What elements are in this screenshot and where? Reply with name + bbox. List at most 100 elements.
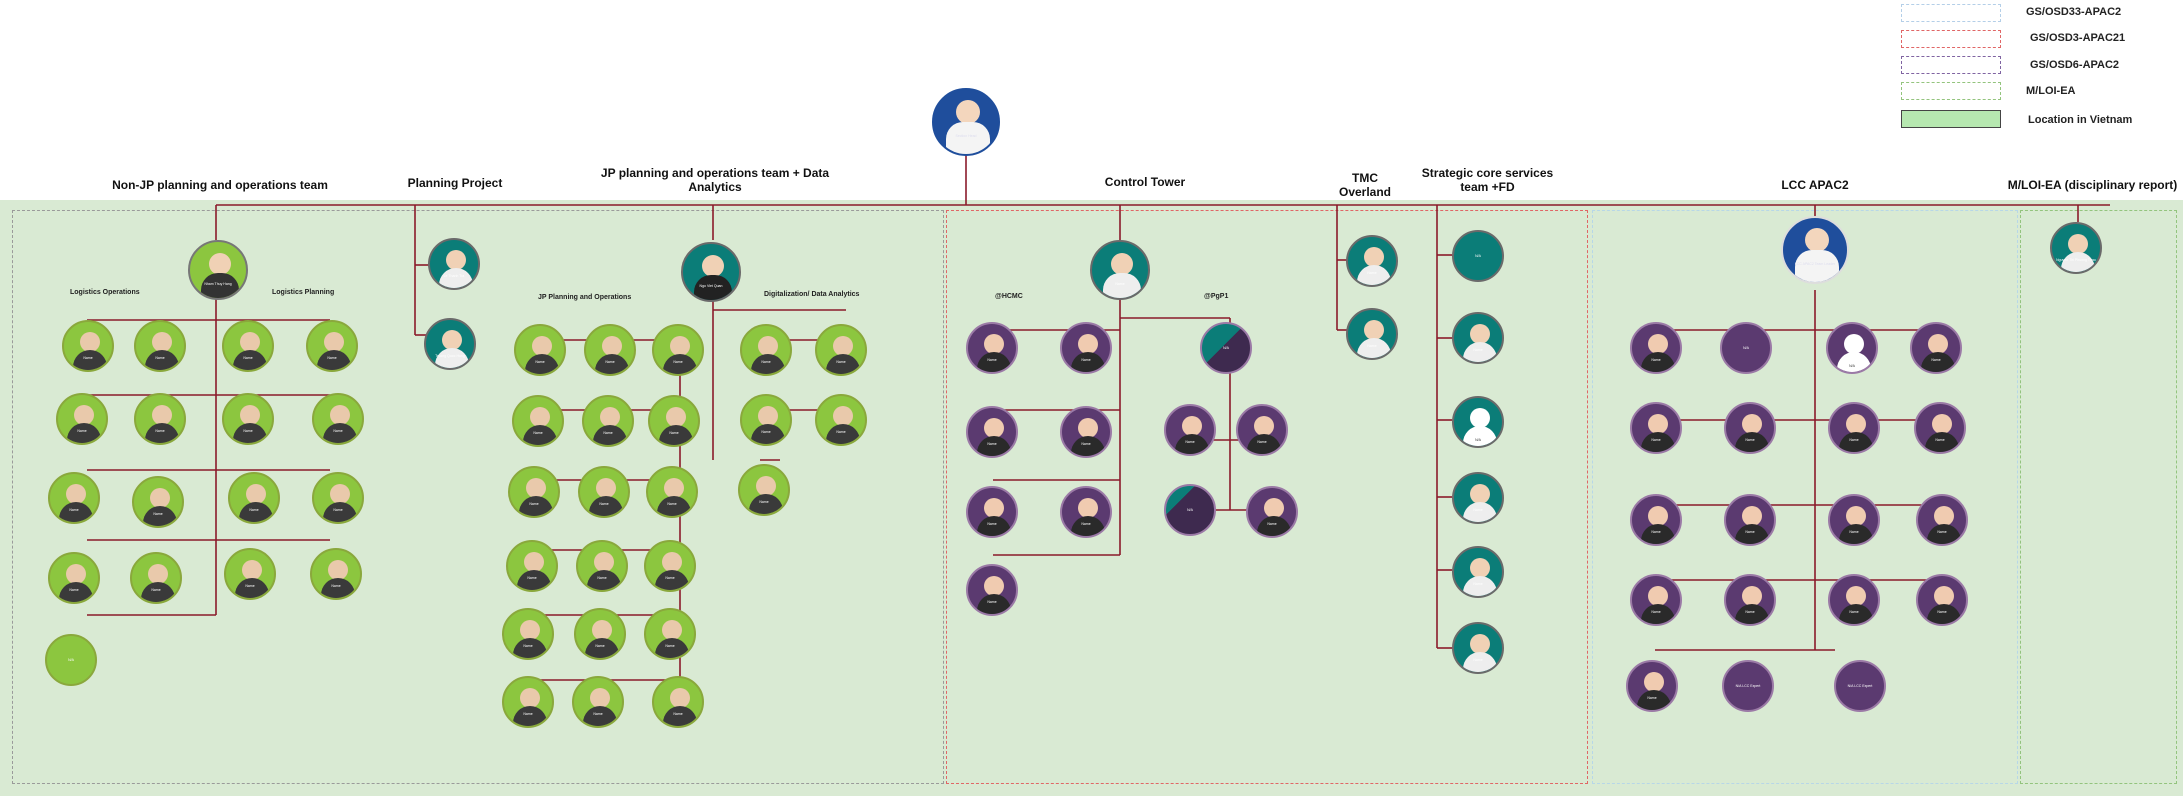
node-member[interactable]: Name [644, 608, 696, 660]
node-member[interactable]: Name [644, 540, 696, 592]
node-member[interactable]: Name [1626, 660, 1678, 712]
node-vacant[interactable]: N/A [1200, 322, 1252, 374]
node-vacant-placeholder[interactable]: N/A [1826, 322, 1878, 374]
node-member[interactable]: Name [652, 324, 704, 376]
node-member[interactable]: Name [648, 395, 700, 447]
node-member[interactable]: Name [134, 393, 186, 445]
node-member[interactable]: Name [652, 676, 704, 728]
node-member[interactable]: Name [1452, 622, 1504, 674]
node-vacant[interactable]: N/A LCC Expert [1834, 660, 1886, 712]
node-member[interactable]: Name [1246, 486, 1298, 538]
node-member[interactable]: Name [740, 394, 792, 446]
node-member[interactable]: Name [502, 676, 554, 728]
node-planning-project-1[interactable]: Le Thanh Tra [428, 238, 480, 290]
node-member[interactable]: Name [222, 320, 274, 372]
node-vacant[interactable]: N/A [1164, 484, 1216, 536]
node-member[interactable]: Name [514, 324, 566, 376]
node-member[interactable]: Name [966, 564, 1018, 616]
avatar-body [1735, 604, 1769, 624]
node-member[interactable]: Name [1828, 402, 1880, 454]
node-member[interactable]: Name [130, 552, 182, 604]
avatar-head [1364, 247, 1384, 267]
node-non-jp-head[interactable]: Nham Thuy Hang [188, 240, 248, 300]
node-caption: Name [1185, 440, 1195, 444]
node-member[interactable]: Name [502, 608, 554, 660]
node-member[interactable]: Name [1060, 406, 1112, 458]
node-member[interactable]: Name [512, 395, 564, 447]
node-member[interactable]: Name [574, 608, 626, 660]
node-member[interactable]: Name [584, 324, 636, 376]
node-member[interactable]: Name [310, 548, 362, 600]
node-member[interactable]: Name [646, 466, 698, 518]
node-vacant-placeholder[interactable]: N/A [1452, 396, 1504, 448]
avatar-head [602, 336, 622, 356]
node-member[interactable]: Name [1630, 322, 1682, 374]
node-member[interactable]: Name [508, 466, 560, 518]
node-member[interactable]: Name [1630, 574, 1682, 626]
node-member[interactable]: Name [222, 393, 274, 445]
legend-swatch-location [1901, 110, 2001, 128]
node-member[interactable]: Name [312, 472, 364, 524]
avatar-body [143, 506, 177, 526]
node-member[interactable]: Name [132, 476, 184, 528]
node-member[interactable]: Name [1724, 494, 1776, 546]
node-member[interactable]: Name [1060, 486, 1112, 538]
node-section-head[interactable]: Section Head [932, 88, 1000, 156]
node-member[interactable]: Name [134, 320, 186, 372]
node-member[interactable]: Name [738, 464, 790, 516]
node-member[interactable]: Name [1060, 322, 1112, 374]
node-member[interactable]: Name [740, 324, 792, 376]
node-vacant[interactable]: N/A [45, 634, 97, 686]
node-vacant[interactable]: N/A LCC Expert [1722, 660, 1774, 712]
node-caption: Name [1257, 440, 1267, 444]
node-member[interactable]: Name [1910, 322, 1962, 374]
node-member[interactable]: Name [312, 393, 364, 445]
node-member[interactable]: Name [1724, 402, 1776, 454]
node-member[interactable]: Name [1916, 494, 1968, 546]
node-tmc-1[interactable]: Name [1346, 235, 1398, 287]
node-member[interactable]: Name [1630, 494, 1682, 546]
node-member[interactable]: Name [56, 393, 108, 445]
node-mloi-member[interactable]: Nguyen Thi Phuong Thao [2050, 222, 2102, 274]
node-member[interactable]: Name [578, 466, 630, 518]
node-member[interactable]: Name [576, 540, 628, 592]
node-member[interactable]: Name [1916, 574, 1968, 626]
avatar-body [201, 273, 239, 298]
node-member[interactable]: Name [228, 472, 280, 524]
node-member[interactable]: Name [62, 320, 114, 372]
node-member[interactable]: Name [1724, 574, 1776, 626]
node-member[interactable]: Name [572, 676, 624, 728]
node-vacant[interactable]: N/A [1452, 230, 1504, 282]
node-member[interactable]: Name [1828, 574, 1880, 626]
node-member[interactable]: Name [1630, 402, 1682, 454]
node-member[interactable]: Name [966, 322, 1018, 374]
node-caption: N/A [1223, 346, 1229, 350]
avatar-head [520, 688, 540, 708]
node-member[interactable]: Name [1452, 312, 1504, 364]
node-member[interactable]: Name [1452, 546, 1504, 598]
node-member[interactable]: Name [815, 324, 867, 376]
node-member[interactable]: Name [966, 406, 1018, 458]
node-control-tower-head[interactable]: Name [1090, 240, 1150, 300]
node-member[interactable]: Name [48, 472, 100, 524]
node-member[interactable]: Name [1828, 494, 1880, 546]
node-member[interactable]: Name [506, 540, 558, 592]
node-lcc-head[interactable]: LCC APAC2 Team Leader [1781, 216, 1849, 284]
node-caption: Name [523, 644, 533, 648]
node-member[interactable]: Name [1452, 472, 1504, 524]
node-vacant[interactable]: N/A [1720, 322, 1772, 374]
node-planning-project-2[interactable]: Truong Quoc Hung [424, 318, 476, 370]
node-jp-head[interactable]: Ngo Viet Quan [681, 242, 741, 302]
node-member[interactable]: Name [815, 394, 867, 446]
node-member[interactable]: Name [224, 548, 276, 600]
node-member[interactable]: Name [1236, 404, 1288, 456]
node-member[interactable]: Name [1914, 402, 1966, 454]
node-member[interactable]: Name [1164, 404, 1216, 456]
node-member[interactable]: Name [48, 552, 100, 604]
node-caption: Name [155, 429, 165, 433]
title-planning-project: Planning Project [407, 176, 503, 190]
node-member[interactable]: Name [966, 486, 1018, 538]
node-member[interactable]: Name [306, 320, 358, 372]
node-tmc-2[interactable]: Name [1346, 308, 1398, 360]
node-member[interactable]: Name [582, 395, 634, 447]
